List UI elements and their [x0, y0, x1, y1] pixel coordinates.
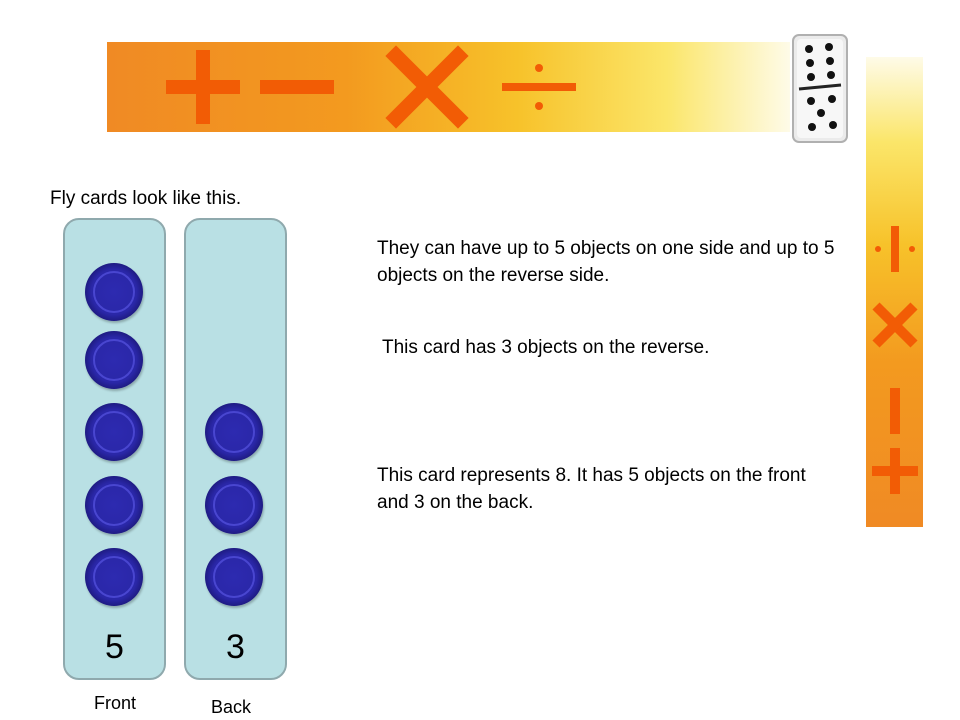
plus-icon: [872, 448, 918, 494]
counter: [85, 548, 143, 606]
explanation-paragraph-2: This card has 3 objects on the reverse.: [382, 337, 710, 358]
divide-icon: [875, 226, 915, 272]
counter: [205, 403, 263, 461]
counter: [205, 548, 263, 606]
counter: [205, 476, 263, 534]
domino-icon: [792, 34, 848, 143]
times-icon: [872, 302, 918, 348]
times-icon: [385, 45, 469, 129]
front-card-label: Front: [94, 693, 137, 713]
intro-text: Fly cards look like this.: [50, 188, 242, 209]
back-card-label: Back: [211, 697, 252, 717]
divide-icon: [502, 64, 576, 110]
explanation-paragraph-3: This card represents 8. It has 5 objects…: [377, 465, 806, 513]
explanation-paragraph-1: They can have up to 5 objects on one sid…: [377, 238, 835, 286]
counter: [85, 331, 143, 389]
minus-icon: [890, 388, 900, 434]
counter: [85, 403, 143, 461]
front-card-number: 5: [105, 628, 124, 666]
fly-card-back: 3: [184, 218, 287, 680]
plus-icon: [166, 50, 240, 124]
counter: [85, 263, 143, 321]
fly-card-front: 5: [63, 218, 166, 680]
minus-icon: [260, 80, 334, 94]
back-card-number: 3: [226, 628, 245, 666]
counter: [85, 476, 143, 534]
